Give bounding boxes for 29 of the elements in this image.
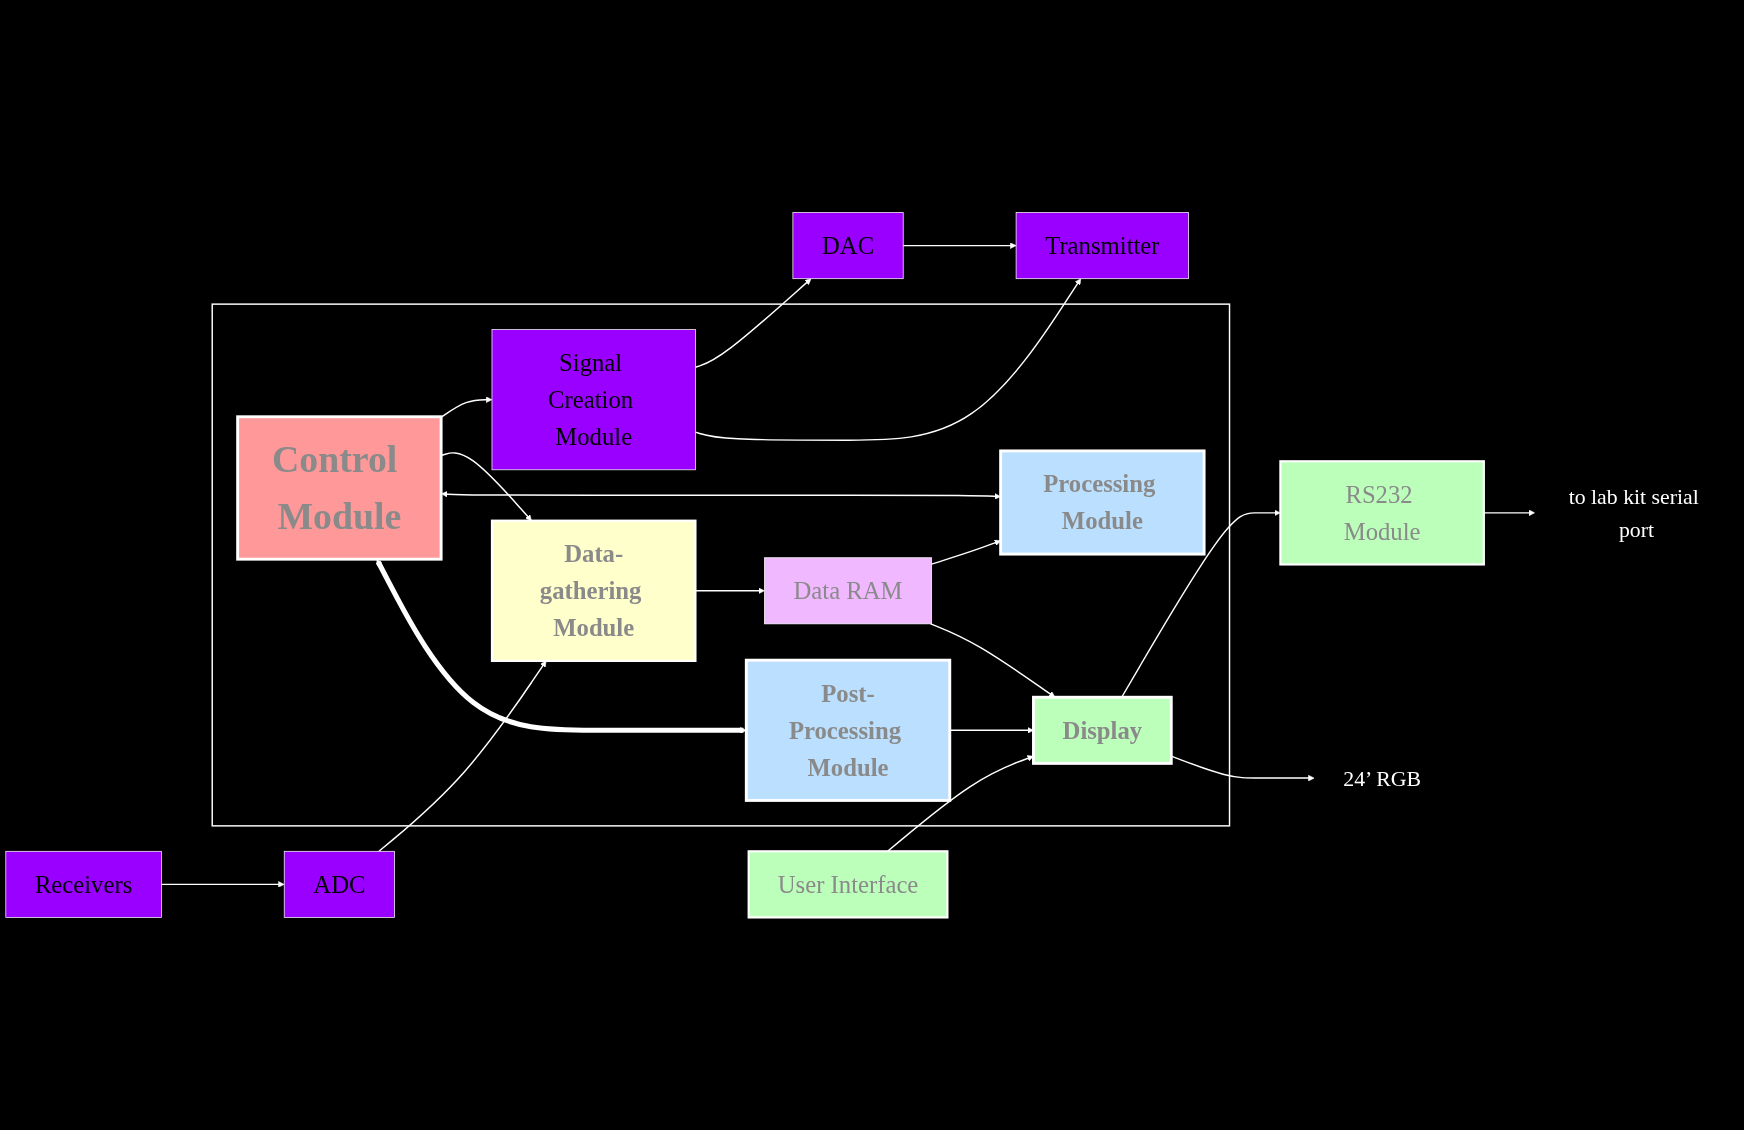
node-box: Display	[1032, 695, 1173, 765]
arrow	[930, 539, 1001, 565]
arrow	[160, 881, 285, 888]
arrow	[440, 396, 493, 419]
node-text: 24’ RGB	[1343, 766, 1421, 791]
arrow	[929, 623, 1056, 698]
node-box: Transmitter	[1015, 212, 1189, 280]
node-box: RS232 Module	[1279, 460, 1485, 566]
node-box: DAC	[792, 212, 904, 280]
arrow	[694, 278, 812, 368]
node-box: Post-Processing Module	[744, 658, 952, 802]
node-box: Data-gathering Module	[490, 519, 697, 662]
node-box: ADC	[283, 850, 395, 918]
arrow	[694, 278, 1082, 441]
arrow	[441, 490, 1001, 500]
cluster	[211, 303, 1231, 827]
arrow	[1120, 509, 1281, 698]
node-box: Processing Module	[999, 449, 1206, 556]
arrow	[902, 242, 1017, 249]
node-box: User Interface	[747, 850, 949, 919]
arrow	[378, 660, 547, 853]
arrow	[375, 559, 747, 734]
arrow	[949, 727, 1034, 734]
arrow	[1483, 509, 1535, 517]
node-box: Data RAM	[764, 557, 933, 625]
node-box: Control Module	[236, 415, 443, 561]
node-text: to lab kit serial port	[1568, 484, 1699, 542]
node-box: Signal Creation Module	[491, 329, 696, 471]
node-box: Receivers	[5, 850, 162, 918]
